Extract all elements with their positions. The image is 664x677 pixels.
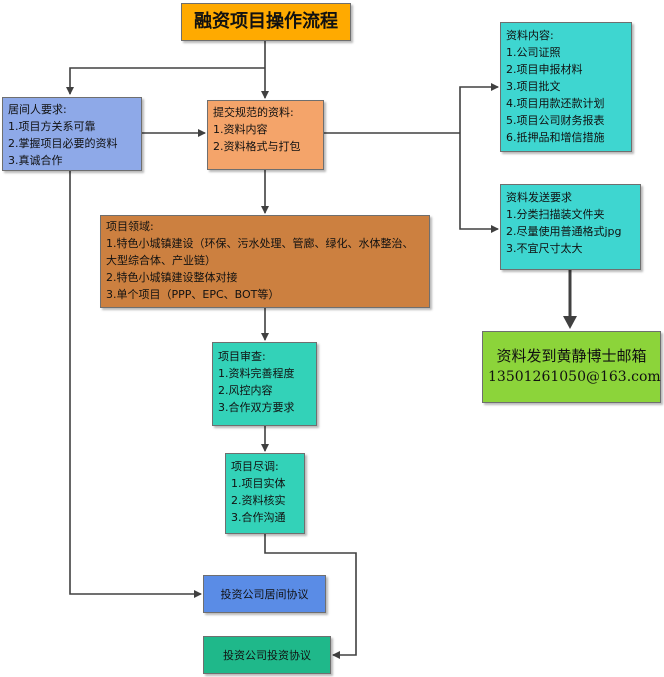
field-heading: 项目领域: bbox=[106, 220, 154, 233]
investment-agreement-box: 投资公司投资协议 bbox=[203, 636, 331, 674]
intermediary-agreement-box: 投资公司居间协议 bbox=[203, 575, 326, 613]
materials-item: 1.公司证照 bbox=[506, 46, 561, 59]
sending-item: 2.尽量使用普通格式jpg bbox=[506, 225, 622, 238]
arrow-intermediary-to-agreement bbox=[69, 171, 202, 598]
materials-content-box: 资料内容: 1.公司证照 2.项目申报材料 3.项目批文 4.项目用款还款计划 … bbox=[500, 22, 632, 152]
materials-item: 5.项目公司财务报表 bbox=[506, 114, 605, 127]
arrow-to-materials bbox=[459, 83, 499, 133]
field-item: 1.特色小城镇建设（环保、污水处理、管廊、绿化、水体整治、大型综合体、产业链） bbox=[106, 237, 414, 267]
send-to-email-box: 资料发到黄静博士邮箱 13501261050@163.com bbox=[482, 331, 661, 403]
sending-item: 1.分类扫描装文件夹 bbox=[506, 208, 605, 221]
intermediary-heading: 居间人要求: bbox=[8, 103, 67, 116]
send-to-label: 资料发到黄静博士邮箱 bbox=[496, 347, 647, 365]
field-item: 3.单个项目（PPP、EPC、BOT等） bbox=[106, 288, 280, 301]
review-item: 3.合作双方要求 bbox=[218, 401, 295, 414]
sending-item: 3.不宜尺寸太大 bbox=[506, 242, 583, 255]
arrow-title-to-intermediary bbox=[66, 67, 265, 95]
intermediary-item: 2.掌握项目必要的资料 bbox=[8, 137, 118, 150]
diligence-heading: 项目尽调: bbox=[231, 460, 279, 473]
intermediary-requirements-box: 居间人要求: 1.项目方关系可靠 2.掌握项目必要的资料 3.真诚合作 bbox=[2, 97, 142, 171]
diligence-item: 2.资料核实 bbox=[231, 494, 286, 507]
review-heading: 项目审查: bbox=[218, 350, 266, 363]
submit-item: 1.资料内容 bbox=[213, 123, 268, 136]
review-item: 1.资料完善程度 bbox=[218, 367, 295, 380]
materials-item: 2.项目申报材料 bbox=[506, 63, 583, 76]
submit-materials-box: 提交规范的资料: 1.资料内容 2.资料格式与打包 bbox=[207, 100, 324, 170]
project-field-box: 项目领域: 1.特色小城镇建设（环保、污水处理、管廊、绿化、水体整治、大型综合体… bbox=[100, 215, 430, 308]
diligence-item: 1.项目实体 bbox=[231, 477, 286, 490]
sending-heading: 资料发送要求 bbox=[506, 191, 572, 204]
intermediary-item: 1.项目方关系可靠 bbox=[8, 120, 96, 133]
flowchart-title: 融资项目操作流程 bbox=[181, 3, 351, 41]
materials-item: 3.项目批文 bbox=[506, 80, 561, 93]
sending-requirements-box: 资料发送要求 1.分类扫描装文件夹 2.尽量使用普通格式jpg 3.不宜尺寸太大 bbox=[500, 184, 641, 270]
intermediary-item: 3.真诚合作 bbox=[8, 154, 63, 167]
diligence-item: 3.合作沟通 bbox=[231, 511, 286, 524]
materials-item: 4.项目用款还款计划 bbox=[506, 97, 605, 110]
field-item: 2.特色小城镇建设整体对接 bbox=[106, 271, 238, 284]
project-review-box: 项目审查: 1.资料完善程度 2.风控内容 3.合作双方要求 bbox=[212, 342, 317, 426]
send-to-email-address: 13501261050@163.com bbox=[488, 369, 661, 385]
review-item: 2.风控内容 bbox=[218, 384, 273, 397]
materials-item: 6.抵押品和增信措施 bbox=[506, 131, 605, 144]
submit-item: 2.资料格式与打包 bbox=[213, 140, 301, 153]
arrow-to-sending bbox=[459, 133, 499, 233]
submit-heading: 提交规范的资料: bbox=[213, 106, 294, 119]
project-diligence-box: 项目尽调: 1.项目实体 2.资料核实 3.合作沟通 bbox=[225, 453, 305, 534]
materials-heading: 资料内容: bbox=[506, 29, 554, 42]
arrow-sending-to-sendto-head bbox=[563, 316, 577, 329]
arrow-diligence-to-investment bbox=[264, 534, 357, 659]
